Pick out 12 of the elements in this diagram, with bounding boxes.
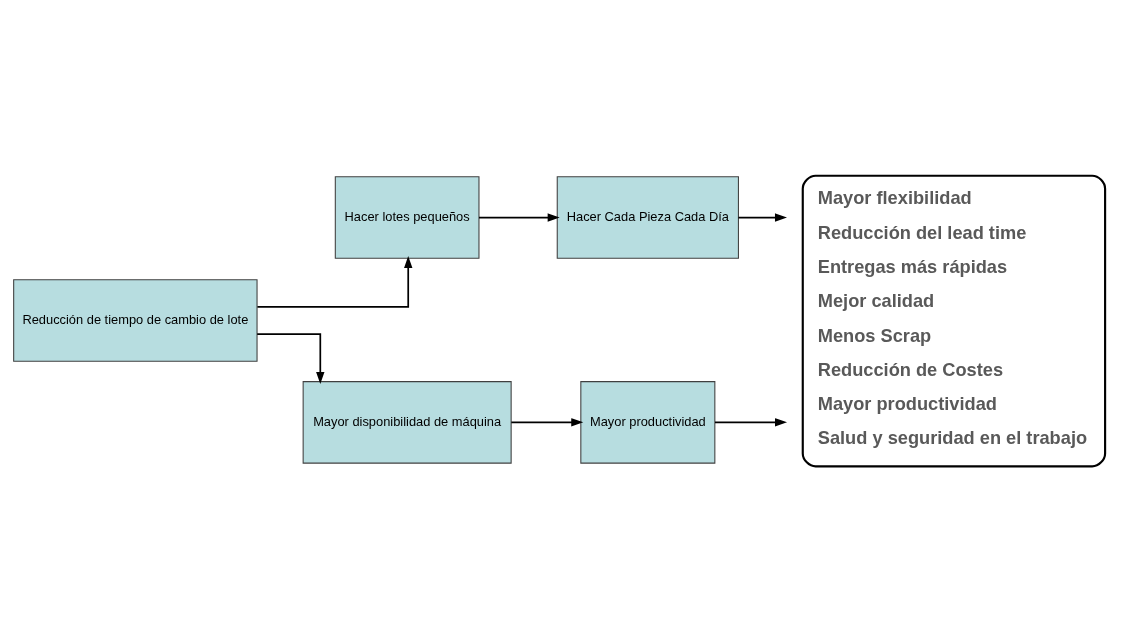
node-box: Mayor flexibilidad Reducción del lead time Entregas más rápidas Mejor calidad Menos Scrap Reducción de Costes Mayor productividad Salud y seguridad en el trabajo bbox=[801, 174, 1107, 468]
arrow bbox=[510, 418, 584, 427]
arrow bbox=[256, 255, 413, 308]
node-box: Reducción de tiempo de cambio de lote bbox=[13, 279, 258, 362]
arrow bbox=[714, 418, 788, 427]
arrow bbox=[478, 213, 560, 222]
arrow bbox=[737, 213, 787, 222]
node-box: Hacer lotes pequeños bbox=[334, 176, 480, 259]
node-box: Mayor disponibilidad de máquina bbox=[302, 381, 512, 464]
arrow bbox=[256, 333, 325, 384]
node-box: Hacer Cada Pieza Cada Día bbox=[556, 176, 739, 259]
node-box: Mayor productividad bbox=[580, 381, 716, 464]
